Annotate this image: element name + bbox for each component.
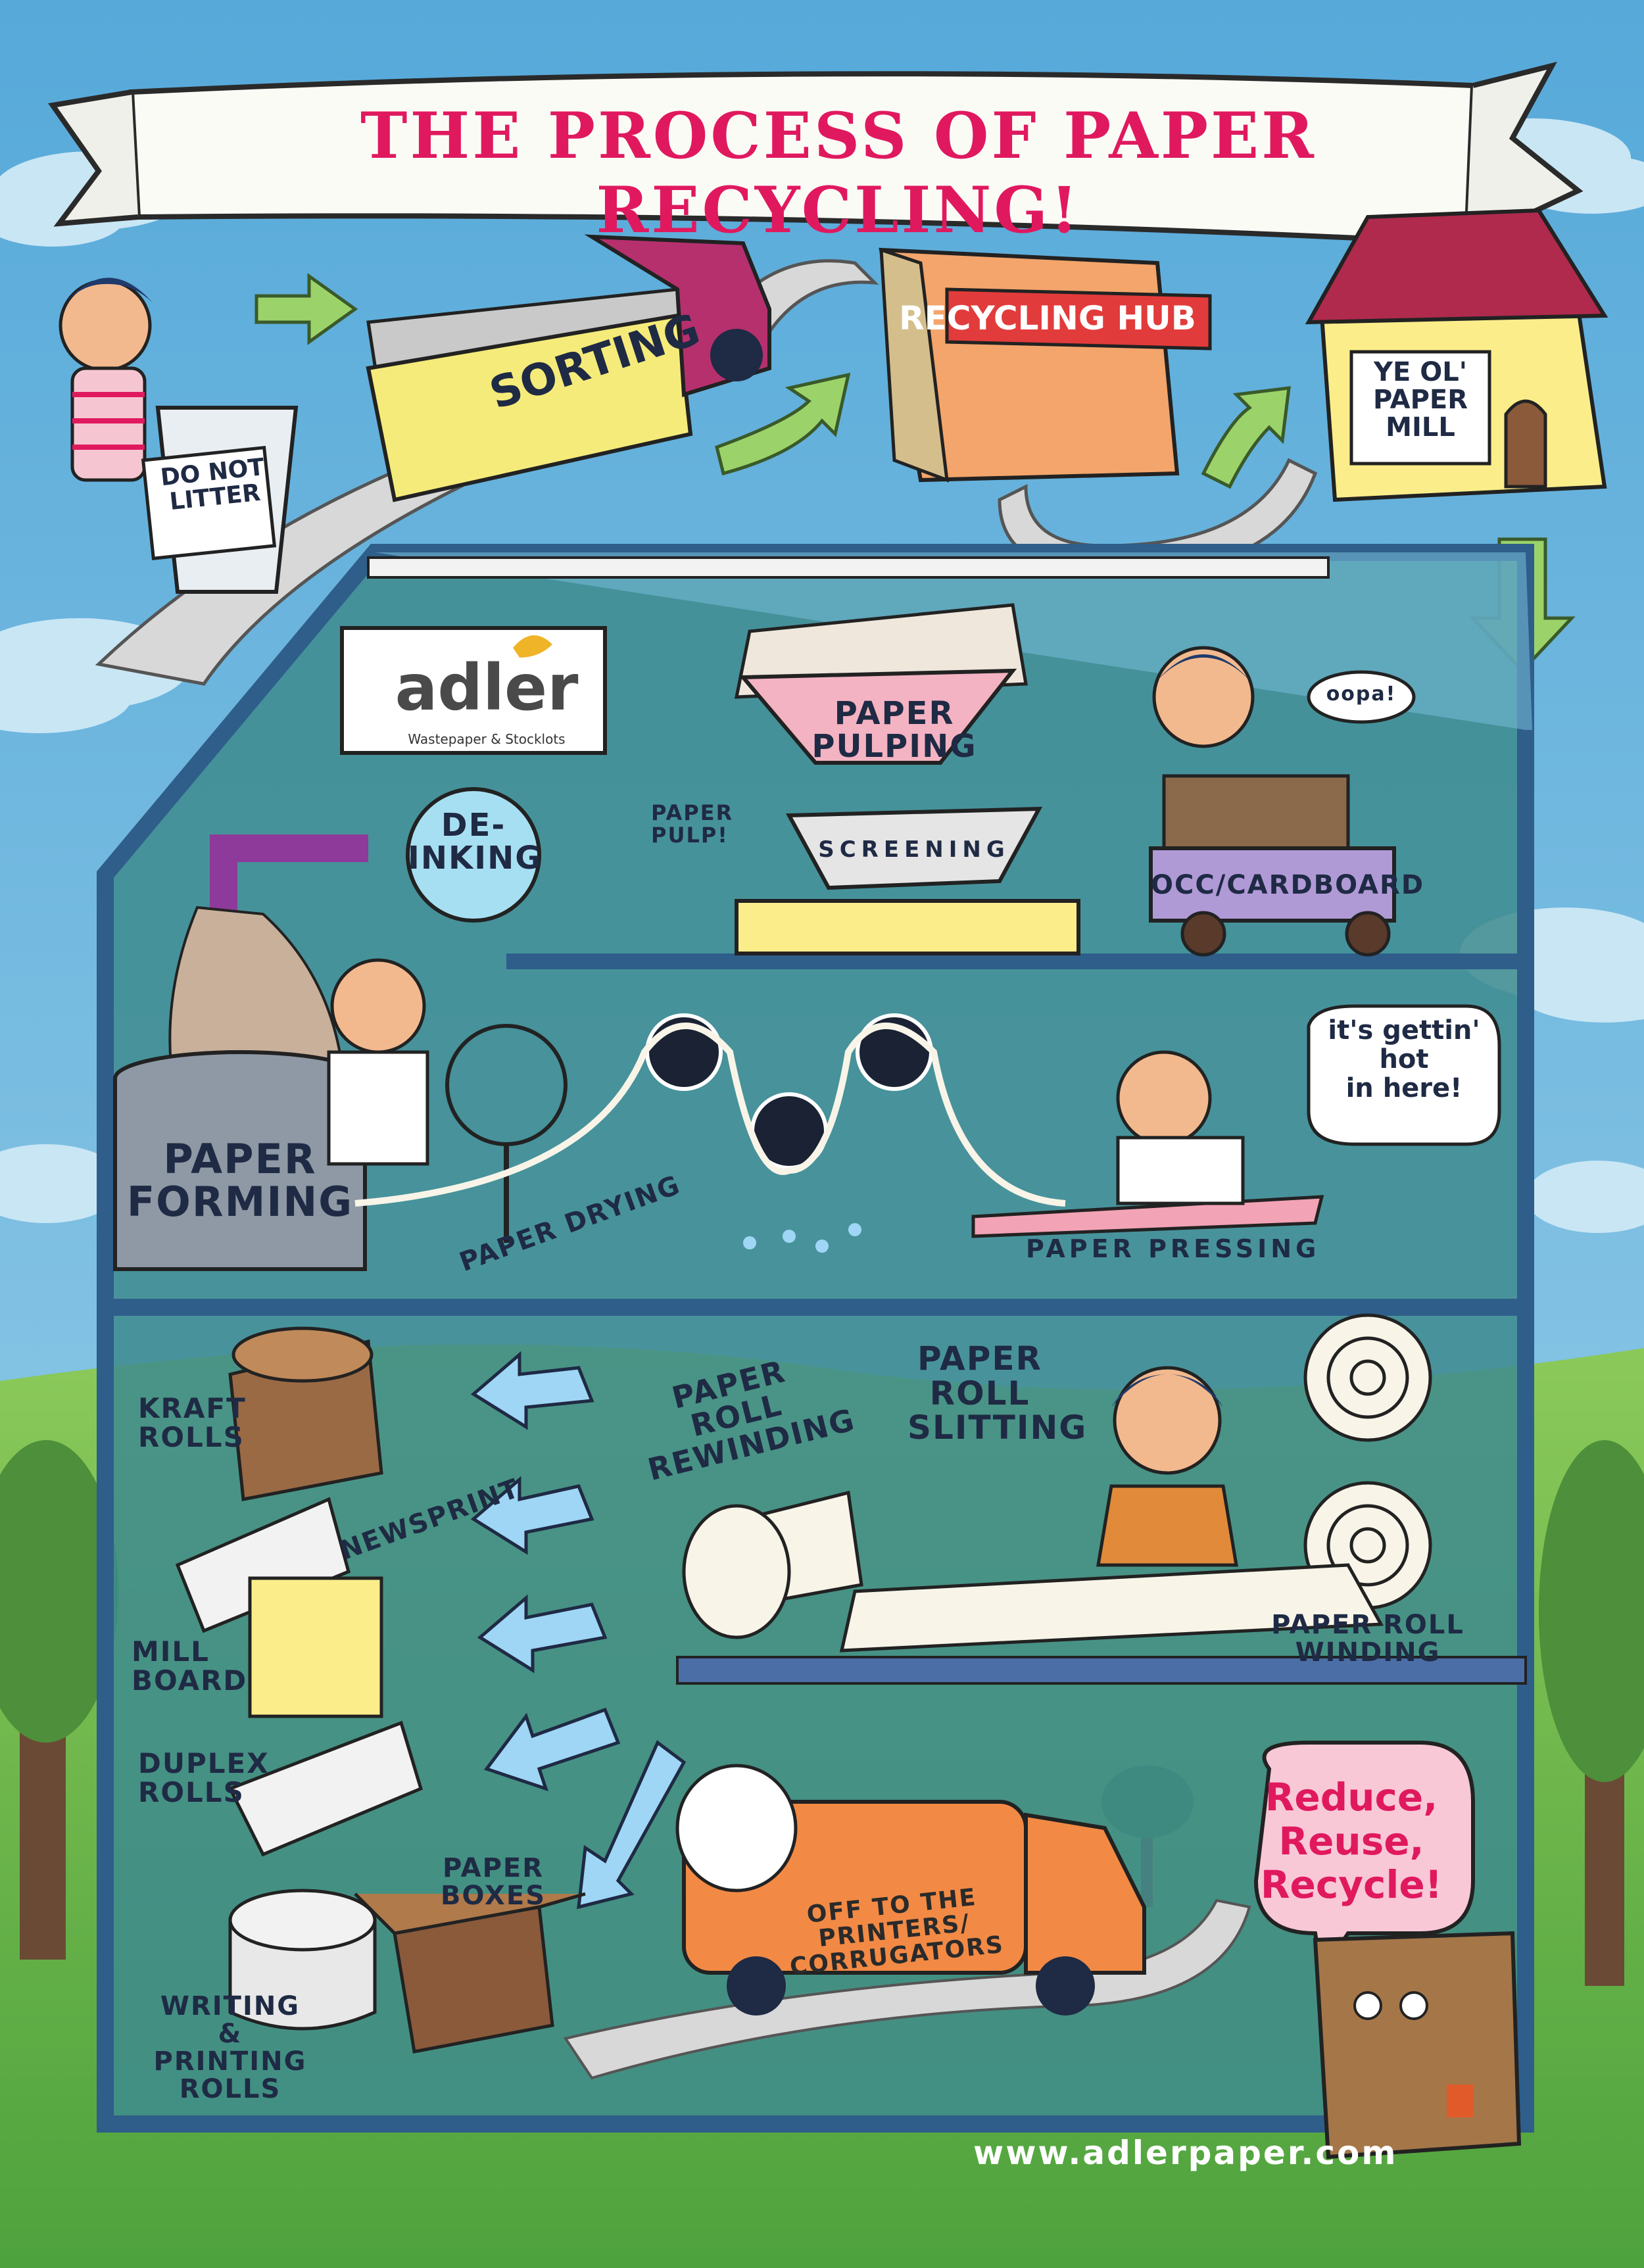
label-occ: OCC/Cardboard (1151, 870, 1425, 900)
sorting-truck (366, 234, 771, 502)
floor-1 (506, 953, 1526, 969)
trees (0, 1440, 1644, 1986)
recycling-hub (879, 247, 1212, 483)
label-kraft: Kraft rolls (138, 1392, 247, 1454)
adler-logo: adler (395, 651, 579, 725)
worker-slitting (1096, 1366, 1238, 1567)
flow-arrows-blue (470, 1351, 687, 1910)
cardboard-mascot (1313, 1931, 1522, 2159)
label-pressing: Paper Pressing (1026, 1234, 1320, 1263)
label-winding: Paper Roll Winding (1271, 1610, 1464, 1668)
slogan: Reduce, Reuse, Recycle! (1260, 1775, 1443, 1908)
delivery-road (563, 1898, 1251, 2080)
pressing-table (971, 1050, 1324, 1238)
recycling-hub-label: Recycling Hub (899, 299, 1196, 337)
rewinding-roll (682, 1490, 1384, 1653)
label-oopa: oopa! (1326, 683, 1397, 706)
label-writing: Writing & Printing rolls (153, 1991, 307, 2104)
website-link[interactable]: www.adlerpaper.com (973, 2134, 1398, 2172)
drying-rollers (645, 1013, 933, 1170)
pulping-machine (734, 603, 1080, 955)
delivery-van (675, 1764, 1146, 2015)
label-hot: it's gettin' hot in here! (1328, 1015, 1480, 1103)
product-duplex-roll (228, 1720, 423, 1857)
page-title: The Process of Paper Recycling! (360, 99, 1317, 247)
product-writing-roll (228, 1889, 377, 2031)
paper-mill (1305, 208, 1608, 502)
adler-tagline: Wastepaper & Stocklots (408, 731, 566, 747)
label-slitting: Paper Roll Slitting (907, 1339, 1088, 1447)
product-newsprint (175, 1497, 351, 1633)
worker-pulping (1152, 646, 1255, 748)
adler-sign (340, 626, 607, 755)
label-paper-pulp: Paper pulp! (651, 800, 734, 848)
label-de-inking: De- inking (408, 807, 543, 877)
paper-web (354, 1023, 1066, 1207)
fan (445, 1024, 568, 1243)
de-inking-pipe (210, 787, 541, 927)
label-boxes: Paper boxes (440, 1853, 546, 1911)
label-screening: Screening (818, 836, 1010, 863)
label-forming: Paper Forming (126, 1135, 354, 1226)
slogan-bubble (1253, 1741, 1475, 1978)
paper-forming-tub (113, 905, 367, 1271)
girl-with-bin (59, 277, 299, 594)
awning (367, 556, 1330, 579)
floor-2 (105, 1299, 1526, 1316)
speech-bubble-oopa (1307, 670, 1416, 724)
label-pulping: Paper Pulping (811, 695, 977, 765)
product-paper-box (354, 1892, 586, 2054)
paper-mill-label: Ye ol' Paper Mill (1372, 357, 1468, 443)
floor-3-shelf (676, 1656, 1527, 1685)
water-drops (743, 1223, 861, 1253)
label-mill-board: Mill board (132, 1635, 248, 1697)
occ-cart (1149, 774, 1396, 957)
worker-forming (327, 958, 429, 1166)
speech-bubble-hot (1307, 1004, 1501, 1146)
product-millboard (248, 1576, 383, 1718)
label-duplex: Duplex rolls (138, 1747, 270, 1809)
product-kraft-roll (228, 1326, 383, 1501)
